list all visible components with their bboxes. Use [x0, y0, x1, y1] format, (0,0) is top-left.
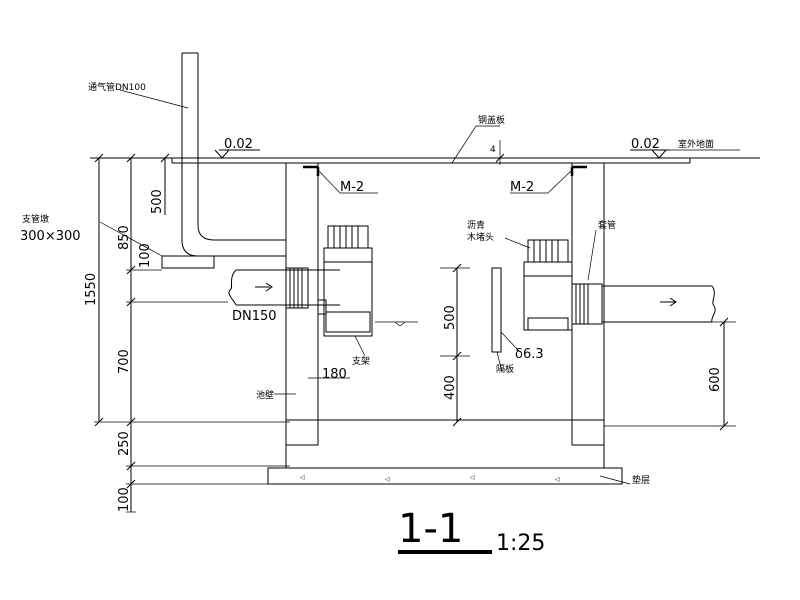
dim-left-100b: 100 [117, 487, 132, 512]
elevation-right-label: 0.02 [631, 137, 660, 152]
right-dimension: 600 [604, 321, 736, 427]
baffle-label: 隔板 [496, 363, 514, 375]
vent-pipe-label: 通气管DN100 [88, 81, 146, 93]
casing-label: 套管 [598, 219, 616, 231]
cushion-leader [599, 475, 631, 485]
wall-thk-label: 180 [322, 367, 347, 382]
outlet-pipe [571, 229, 716, 325]
inlet-pipe-label: DN150 [232, 309, 277, 324]
pipe-pier-label: 支管墩 [22, 213, 49, 225]
asphalt-joint-label-1: 沥青 [467, 219, 485, 231]
tick-marks [94, 153, 729, 489]
outlet-tee [504, 237, 573, 331]
elevation-right: 0.02 室外地面 [630, 137, 740, 159]
scale-label: 1:25 [496, 531, 545, 556]
elevation-left: 0.02 [214, 137, 260, 159]
dim-left-850: 850 [117, 225, 132, 250]
ground-line [90, 157, 760, 164]
embed-left [303, 165, 378, 194]
elevation-left-label: 0.02 [224, 137, 253, 152]
embed-right-label: M-2 [510, 180, 534, 195]
dim-inner-500: 500 [443, 305, 458, 330]
dim-right-600: 600 [708, 367, 723, 392]
vent-pipe [119, 52, 286, 257]
dim-left-500: 500 [150, 189, 165, 214]
section-title: 1-1 [398, 506, 463, 552]
svg-text:◁: ◁ [385, 476, 390, 483]
plate-thk-label: 4 [490, 145, 496, 155]
water-level [375, 321, 418, 327]
inlet-pipe [228, 267, 340, 309]
cover-plate-leader: 钢盖板 4 [451, 114, 505, 165]
svg-text:◁: ◁ [300, 474, 305, 481]
svg-text:◁: ◁ [470, 474, 475, 481]
dim-left-700: 700 [117, 349, 132, 374]
cover-plate-label: 钢盖板 [478, 114, 505, 126]
embed-left-label: M-2 [340, 180, 364, 195]
pool-wall-label: 池壁 [256, 389, 274, 401]
dim-inner-400: 400 [443, 375, 458, 400]
support-label: 支架 [352, 355, 370, 367]
left-dimension-chain: 500 850 100 1550 700 250 100 [84, 157, 290, 513]
cushion-layer: ◁ ◁ ◁ ◁ [267, 467, 623, 485]
svg-text:◁: ◁ [555, 476, 560, 483]
pier-size-label: 300×300 [20, 229, 81, 244]
dim-left-1550: 1550 [84, 273, 99, 306]
baffle-thk-label: δ6.3 [515, 347, 544, 362]
outdoor-ground-label: 室外地面 [678, 138, 714, 150]
embed-right [510, 165, 587, 194]
section-title-block: 1-1 1:25 [398, 506, 545, 556]
baffle-plate [491, 267, 521, 373]
inlet-tee [317, 225, 373, 357]
inner-dimension-chain: 500 400 [440, 267, 470, 422]
dim-left-100a: 100 [138, 243, 153, 268]
dim-left-250: 250 [117, 431, 132, 456]
bottom-slab [285, 419, 605, 469]
asphalt-joint-label-2: 木堵头 [467, 231, 494, 243]
cushion-label: 垫层 [632, 474, 650, 486]
